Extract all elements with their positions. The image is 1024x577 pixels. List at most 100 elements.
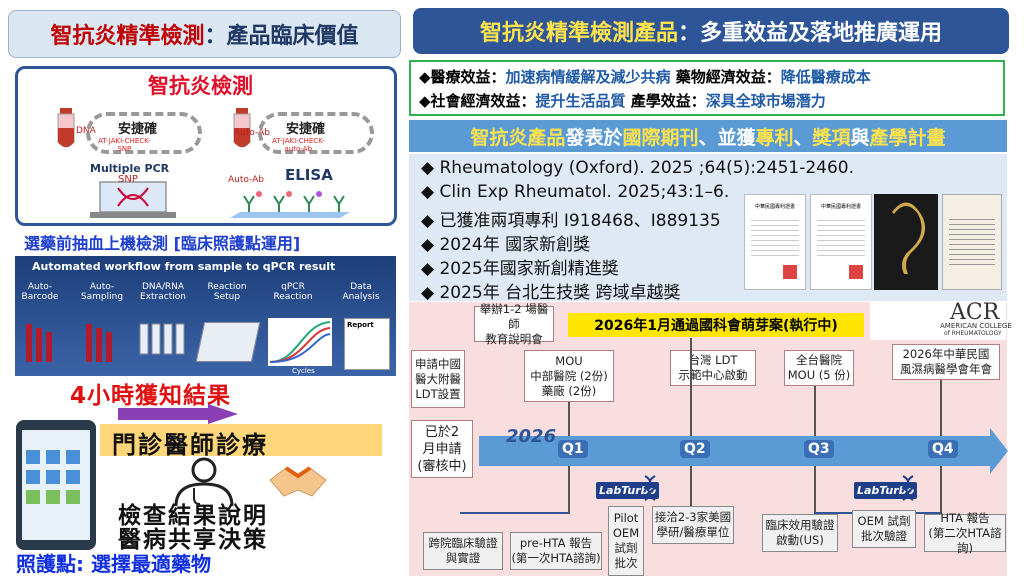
labturbo-logo: LabTurbo <box>854 482 918 499</box>
benefit-line-2: ◆社會經濟效益：提升生活品質 產學效益：深具全球市場潛力 <box>419 89 995 113</box>
shared-decision-label: 醫病共享決策 <box>118 527 268 553</box>
autoab-label: Auto-Ab <box>234 128 270 138</box>
extraction-icon <box>138 320 188 360</box>
pub-hdr-award: 獎項 <box>812 126 851 149</box>
dna-label: DNA <box>76 126 96 136</box>
benefit-social-value: 提升生活品質 <box>535 92 626 110</box>
task-box: pre-HTA 報告 (第一次HTA諮詢) <box>510 532 602 570</box>
connector-line <box>690 466 692 506</box>
workflow-steps: Auto- Barcode Auto- Sampling DNA/RNA Ext… <box>15 282 396 312</box>
workflow-title: Automated workflow from sample to qPCR r… <box>32 260 336 273</box>
snp-test-pill <box>86 112 202 154</box>
right-title-rest: ：多重效益及落地推廣運用 <box>678 21 943 46</box>
patent-certificate: 中華民國專利證書 <box>744 194 806 290</box>
publication-header: 智抗炎產品發表於國際期刊、並獲專利、獎項與產學計畫 <box>409 120 1007 152</box>
list-item: ◆ 2025年國家新創精進獎 <box>421 259 619 279</box>
blood-tube-icon <box>50 106 84 152</box>
report-label: Report <box>347 321 374 329</box>
milestone-box: 全台醫院 MOU (5 份) <box>784 350 854 386</box>
award-trophy-icon <box>874 194 938 290</box>
result-explain-label: 檢查結果說明 <box>118 503 268 529</box>
benefit-medical-label: ◆醫療效益： <box>419 68 506 86</box>
certificate-title: 中華民國專利證書 <box>820 204 861 210</box>
right-title-highlight: 智抗炎精準檢測產品 <box>479 21 678 46</box>
labturbo-logo: LabTurbo <box>596 482 660 499</box>
reaction-plate-icon <box>195 322 261 362</box>
pub-hdr-industry: 產學計畫 <box>869 126 946 149</box>
list-item: ◆ Clin Exp Rheumatol. 2025;43:1–6. <box>421 182 730 202</box>
connector-line <box>940 466 942 514</box>
dna-helix-icon <box>642 474 658 502</box>
pcr-label: Multiple PCR <box>90 162 170 175</box>
pub-hdr-f: 、 <box>793 126 813 149</box>
benefit-industry-value: 深具全球市場潛力 <box>705 92 826 110</box>
benefit-econ-value: 降低醫療成本 <box>780 68 871 86</box>
quarter-label: Q4 <box>928 440 958 458</box>
dna-helix-icon <box>900 474 916 502</box>
benefit-social-label: ◆社會經濟效益： <box>419 92 536 110</box>
left-title: 智抗炎精準檢測 ：產品臨床價值 <box>8 10 401 58</box>
quarter-label: Q3 <box>804 440 834 458</box>
quarter-label: Q1 <box>558 440 588 458</box>
milestone-box: MOU 中部醫院 (2份) 藥廠 (2份) <box>524 350 614 402</box>
benefit-econ-label: 藥物經濟效益： <box>670 68 781 86</box>
timeline-bar <box>479 436 994 466</box>
pub-hdr-h: 與 <box>850 126 870 149</box>
handshake-icon <box>268 460 328 504</box>
workflow-step: Reaction Setup <box>207 282 247 302</box>
workflow-step: Auto- Barcode <box>21 282 59 302</box>
caption-care-point: 照護點: 選擇最適藥物 <box>16 552 211 576</box>
clinic-box <box>100 424 382 456</box>
right-title: 智抗炎精準檢測產品 ：多重效益及落地推廣運用 <box>413 8 1009 54</box>
connector-line <box>814 386 816 436</box>
connector-line <box>940 380 942 436</box>
task-box: 跨院臨床驗證 與實證 <box>423 532 503 570</box>
benefit-industry-label: 產學效益： <box>625 92 706 110</box>
doctor-icon <box>154 456 254 507</box>
bracket-line <box>460 512 568 514</box>
connector-line <box>690 338 692 436</box>
connector-line <box>568 466 570 514</box>
caption-clinical-use: 選藥前抽血上機檢測 [臨床照護點運用] <box>24 234 301 253</box>
connector-line <box>814 466 816 514</box>
pub-hdr-d: 、並獲 <box>698 126 756 149</box>
left-title-highlight: 智抗炎精準檢測 <box>50 24 205 49</box>
autoab-pill-label: 安捷確 <box>286 122 326 137</box>
four-hour-result: 4小時獲知結果 <box>70 383 232 409</box>
snp-pill-sub: AT-JAKI-CHECK- SNP <box>98 137 151 153</box>
list-item: ◆ 已獲准兩項專利 I918468、I889135 <box>421 211 721 231</box>
test-panel-title: 智抗炎檢測 <box>148 74 253 98</box>
benefit-line-1: ◆醫療效益：加速病情緩解及減少共病 藥物經濟效益：降低醫療成本 <box>419 65 995 89</box>
patent-certificate: 中華民國專利證書 <box>810 194 872 290</box>
autoab2-label: Auto-Ab <box>228 175 264 185</box>
milestone-box: 台灣 LDT 示範中心啟動 <box>670 350 756 386</box>
list-item: ◆ 2025年 台北生技獎 跨域卓越獎 <box>421 283 681 303</box>
elisa-plate-icon <box>230 186 360 220</box>
workflow-step: qPCR Reaction <box>273 282 313 302</box>
quarter-label: Q2 <box>680 440 710 458</box>
autoab-pill-sub: AT-JAKI-CHECK- auto-Ab <box>272 137 325 153</box>
snp-label: SNP <box>118 174 138 185</box>
sample-tubes-icon <box>22 318 132 368</box>
task-box: Pilot OEM 試劑 批次 <box>608 506 644 576</box>
acr-line2: of RHEUMATOLOGY <box>944 330 1002 337</box>
autoab-test-pill <box>258 112 374 154</box>
blood-tube-icon <box>226 106 260 152</box>
list-item: ◆ Rheumatology (Oxford). 2025 ;64(5):245… <box>421 158 855 178</box>
timeline-arrow-icon <box>990 428 1008 474</box>
pub-hdr-journal: 國際期刊 <box>622 126 699 149</box>
cycles-label: Cycles <box>292 367 315 375</box>
workflow-step: Auto- Sampling <box>80 282 124 302</box>
left-title-rest: ：產品臨床價值 <box>204 24 359 49</box>
connector-line <box>568 402 570 436</box>
down-arrow-icon <box>118 404 238 424</box>
pub-hdr-b: 發表於 <box>565 126 623 149</box>
elisa-label: ELISA <box>285 166 333 184</box>
acr-line1: AMERICAN COLLEGE <box>940 322 1012 330</box>
milestone-box: 2026年中華民國 風濕病醫學會年會 <box>892 344 1000 380</box>
snp-pill-label: 安捷確 <box>118 122 158 137</box>
applied-status-box: 已於2 月申請 (審核中) <box>411 420 473 478</box>
qpcr-curve-icon <box>268 318 332 366</box>
pub-hdr-product: 智抗炎產品 <box>470 126 566 149</box>
funding-banner: 2026年1月通過國科會萌芽案(執行中) <box>568 313 864 337</box>
